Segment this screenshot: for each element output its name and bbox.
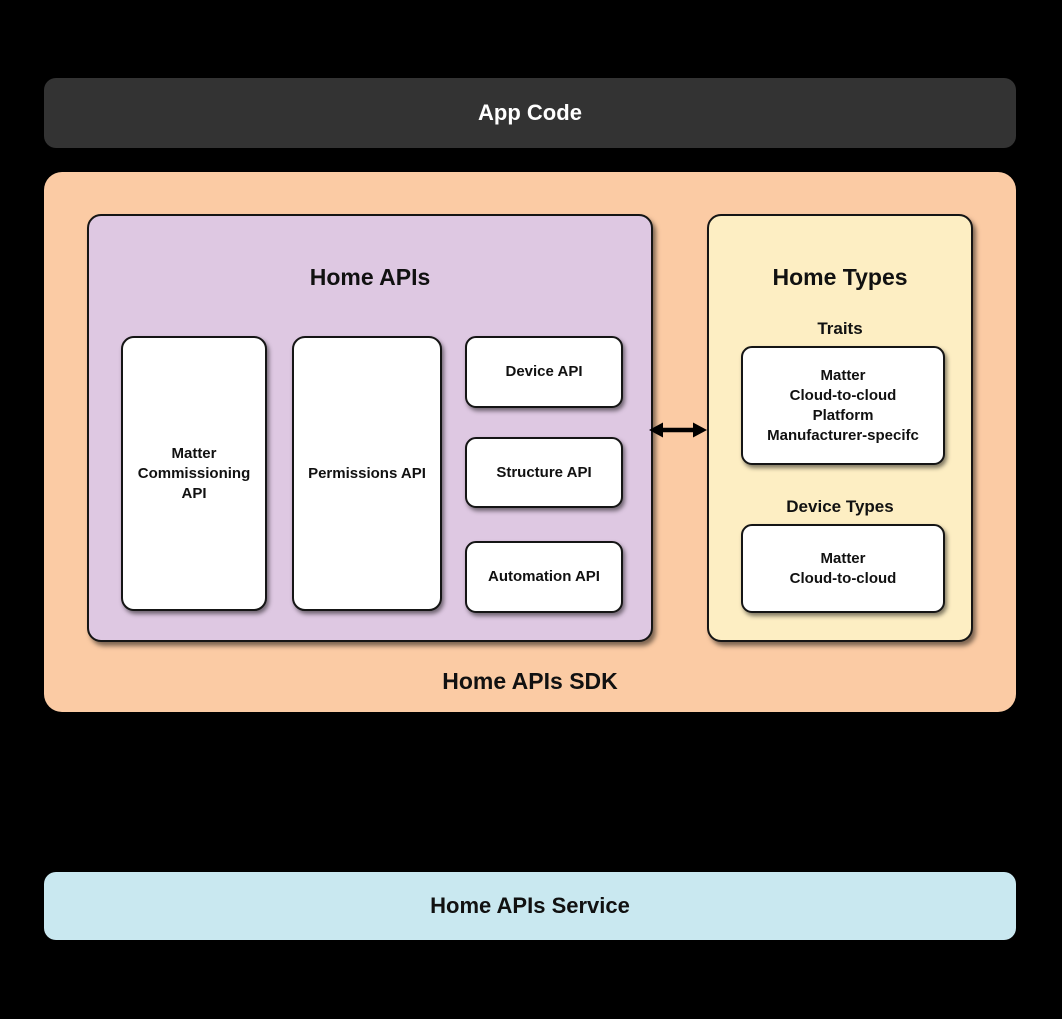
traits-node: Matter Cloud-to-cloud Platform Manufactu… — [741, 346, 945, 465]
app-code-label: App Code — [478, 100, 582, 125]
matter-commissioning-api-node: Matter Commissioning API — [121, 336, 267, 611]
automation-api-label: Automation API — [488, 568, 600, 585]
device-types-heading: Device Types — [786, 497, 894, 516]
permissions-api-node: Permissions API — [292, 336, 442, 611]
home-apis-title: Home APIs — [309, 264, 431, 290]
home-apis-service-label: Home APIs Service — [430, 893, 630, 918]
home-apis-group: Home APIs Matter Commissioning API Permi… — [87, 214, 653, 642]
device-types-node: Matter Cloud-to-cloud — [741, 524, 945, 613]
home-apis-sdk-container: Home APIs Matter Commissioning API Permi… — [44, 172, 1016, 712]
home-types-title: Home Types — [772, 264, 908, 290]
permissions-api-label: Permissions API — [308, 464, 426, 482]
structure-api-node: Structure API — [465, 437, 623, 508]
device-types-list: Matter Cloud-to-cloud — [789, 549, 897, 587]
device-api-label: Device API — [505, 363, 583, 380]
traits-heading: Traits — [817, 319, 863, 338]
app-code-bar: App Code — [44, 78, 1016, 148]
bidirectional-arrow-icon — [649, 422, 707, 438]
device-api-node: Device API — [465, 336, 623, 408]
home-apis-sdk-label: Home APIs SDK — [442, 668, 618, 694]
home-types-group: Home Types Traits Matter Cloud-to-cloud … — [707, 214, 973, 642]
automation-api-node: Automation API — [465, 541, 623, 613]
matter-commissioning-api-label: Matter Commissioning API — [137, 444, 251, 502]
home-apis-service-bar: Home APIs Service — [44, 872, 1016, 940]
structure-api-label: Structure API — [496, 463, 592, 481]
traits-list: Matter Cloud-to-cloud Platform Manufactu… — [767, 366, 919, 444]
